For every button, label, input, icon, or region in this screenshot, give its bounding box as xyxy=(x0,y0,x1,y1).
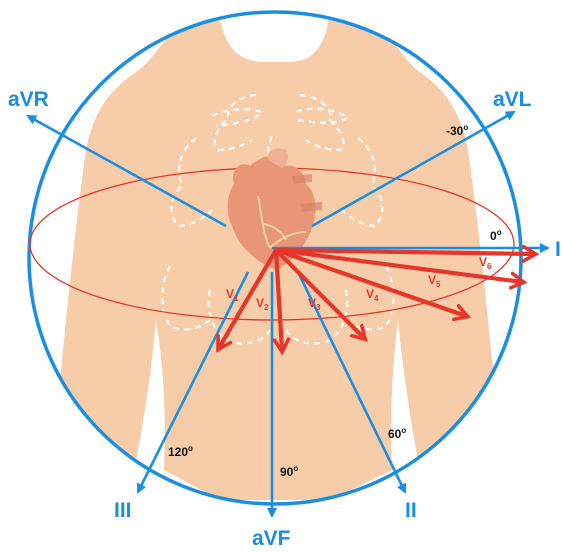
angle-neg30: -30o xyxy=(446,123,468,138)
label-aVF: aVF xyxy=(252,527,291,550)
angle-0: 0o xyxy=(490,228,502,243)
label-I: I xyxy=(555,238,561,261)
label-III: III xyxy=(114,499,132,522)
angle-60: 60o xyxy=(388,426,406,441)
label-V6: V6 xyxy=(479,255,492,271)
label-II: II xyxy=(405,499,417,522)
label-aVL: aVL xyxy=(493,88,532,111)
label-aVR: aVR xyxy=(8,88,49,111)
